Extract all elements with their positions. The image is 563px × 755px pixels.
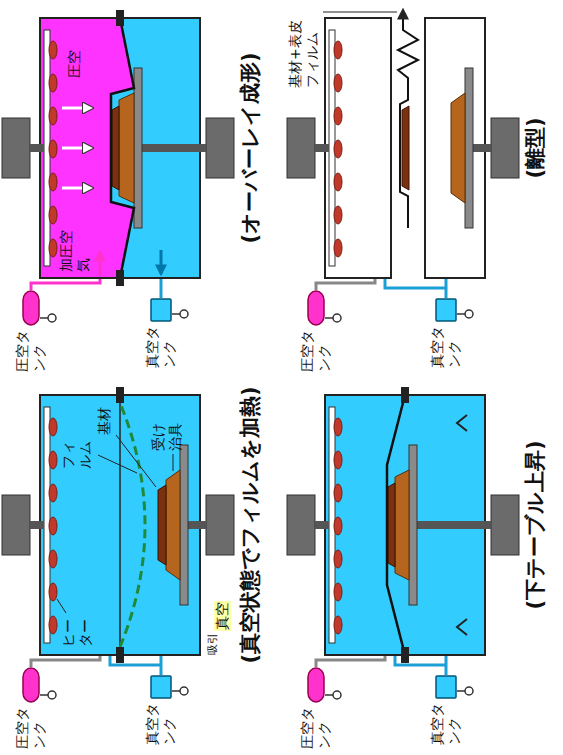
part-label: 受け治具 xyxy=(150,422,184,451)
tank-label: 圧空タンク xyxy=(299,707,333,749)
tank-label: 真空タンク xyxy=(429,703,463,745)
overlay-forming-panel xyxy=(2,10,234,322)
note-label: 吸引 xyxy=(206,633,219,655)
tank-label: 圧空タンク xyxy=(14,330,48,372)
tank-outline xyxy=(307,290,325,326)
tank-label: 圧空タンク xyxy=(14,707,48,749)
tank-body xyxy=(308,291,324,325)
tank-outline xyxy=(22,667,40,703)
tank-body xyxy=(151,299,171,321)
tank-label: 真空タンク xyxy=(429,326,463,368)
tank-body xyxy=(151,676,171,698)
tank-outline xyxy=(307,667,325,703)
step-title: (オーバーレイ成形) xyxy=(238,52,263,243)
vacuum-tank: 真空タンク xyxy=(435,298,457,322)
step-title: (真空状態でフィルムを加熱) xyxy=(238,386,263,663)
tank-body xyxy=(436,299,456,321)
pressure-tank: 圧空タンク xyxy=(307,667,325,703)
tank-outline xyxy=(22,290,40,326)
step-title: (離型) xyxy=(523,117,548,178)
tank-outline xyxy=(435,298,457,322)
vacuum-heating-panel xyxy=(2,387,234,699)
table-rising-panel xyxy=(287,387,519,699)
part-label: 圧空 xyxy=(66,50,83,78)
tank-body xyxy=(23,668,39,702)
step-title: (下テーブル上昇) xyxy=(523,440,548,609)
tank-label: 圧空タンク xyxy=(299,330,333,372)
part-label: 加圧空気 xyxy=(58,229,92,272)
tank-outline xyxy=(150,298,172,322)
vacuum-tank: 真空タンク xyxy=(150,675,172,699)
vacuum-tank: 真空タンク xyxy=(435,675,457,699)
tank-outline xyxy=(150,675,172,699)
note-label: 真空 xyxy=(214,601,231,631)
tank-outline xyxy=(435,675,457,699)
tank-label: 真空タンク xyxy=(144,703,178,745)
part-label: ヒーター xyxy=(60,618,94,647)
release-panel xyxy=(287,10,519,322)
pressure-tank: 圧空タンク xyxy=(22,290,40,326)
part-label: 基材+表皮フィルム xyxy=(287,16,321,88)
pressure-tank: 圧空タンク xyxy=(307,290,325,326)
tank-body xyxy=(308,668,324,702)
tank-body xyxy=(436,676,456,698)
tank-body xyxy=(23,291,39,325)
vacuum-tank: 真空タンク xyxy=(150,298,172,322)
part-label: フィルム xyxy=(60,440,94,469)
tank-label: 真空タンク xyxy=(144,326,178,368)
pressure-tank: 圧空タンク xyxy=(22,667,40,703)
part-label: 基材 xyxy=(96,407,113,435)
